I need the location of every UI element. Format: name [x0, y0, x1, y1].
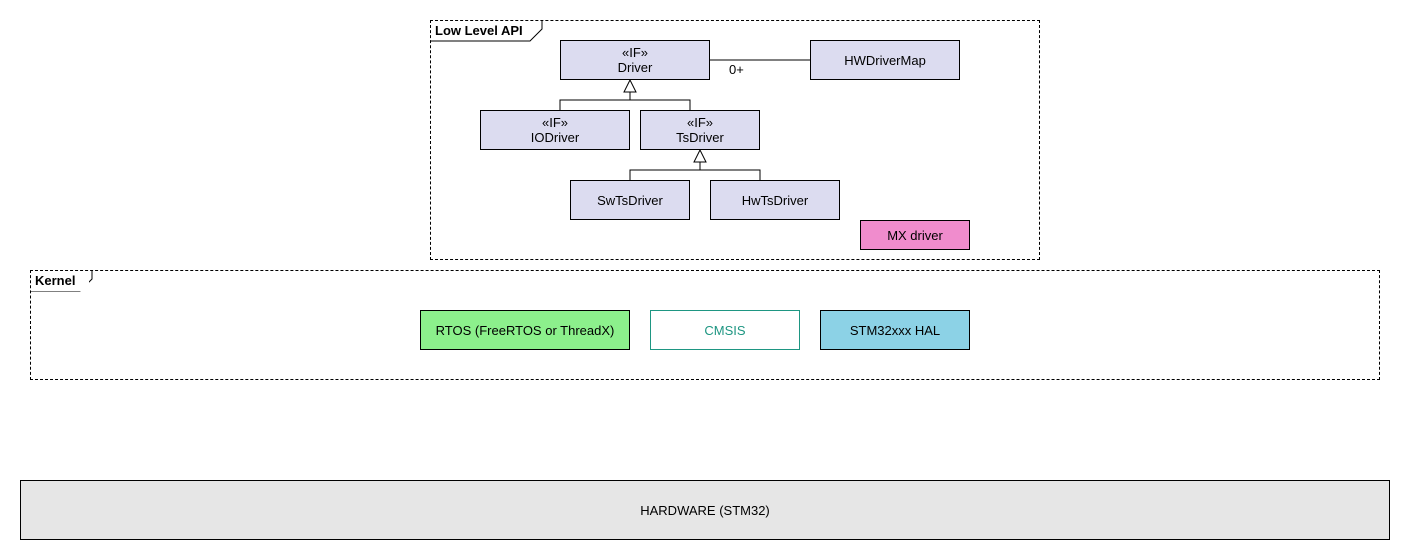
hal-name: STM32xxx HAL [849, 322, 941, 338]
cmsis-name: CMSIS [704, 322, 746, 338]
mx-driver-name: MX driver [887, 227, 943, 243]
mx-driver-legend: MX driver [860, 220, 970, 250]
hw-driver-map-name: HWDriverMap [844, 52, 926, 68]
kernel-package: Kernel [30, 270, 1380, 380]
sw-ts-driver-class: SwTsDriver [570, 180, 690, 220]
ts-driver-stereotype: «IF» [686, 115, 713, 130]
cmsis-component: CMSIS [650, 310, 800, 350]
hardware-name: HARDWARE (STM32) [640, 502, 770, 518]
hw-ts-driver-name: HwTsDriver [741, 192, 809, 208]
kernel-package-title: Kernel [31, 271, 90, 291]
io-driver-name: IODriver [530, 130, 580, 145]
generalization-line-driver [559, 99, 691, 110]
low-level-api-package: Low Level API [430, 20, 1040, 260]
ts-driver-name: TsDriver [676, 130, 724, 145]
driver-class: «IF» Driver [560, 40, 710, 80]
driver-name: Driver [617, 60, 653, 75]
hw-ts-driver-class: HwTsDriver [710, 180, 840, 220]
driver-stereotype: «IF» [621, 45, 648, 60]
hal-component: STM32xxx HAL [820, 310, 970, 350]
sw-ts-driver-name: SwTsDriver [597, 192, 663, 208]
generalization-arrow-tsdriver [693, 148, 707, 163]
ts-driver-class: «IF» TsDriver [640, 110, 760, 150]
association-multiplicity: 0+ [729, 62, 744, 77]
rtos-component: RTOS (FreeRTOS or ThreadX) [420, 310, 630, 350]
hardware-layer: HARDWARE (STM32) [20, 480, 1390, 540]
rtos-name: RTOS (FreeRTOS or ThreadX) [435, 322, 615, 338]
low-level-api-package-title: Low Level API [431, 21, 537, 41]
generalization-arrow-driver [623, 78, 637, 93]
hw-driver-map-class: HWDriverMap [810, 40, 960, 80]
io-driver-class: «IF» IODriver [480, 110, 630, 150]
io-driver-stereotype: «IF» [541, 115, 568, 130]
generalization-line-tsdriver [629, 169, 761, 180]
